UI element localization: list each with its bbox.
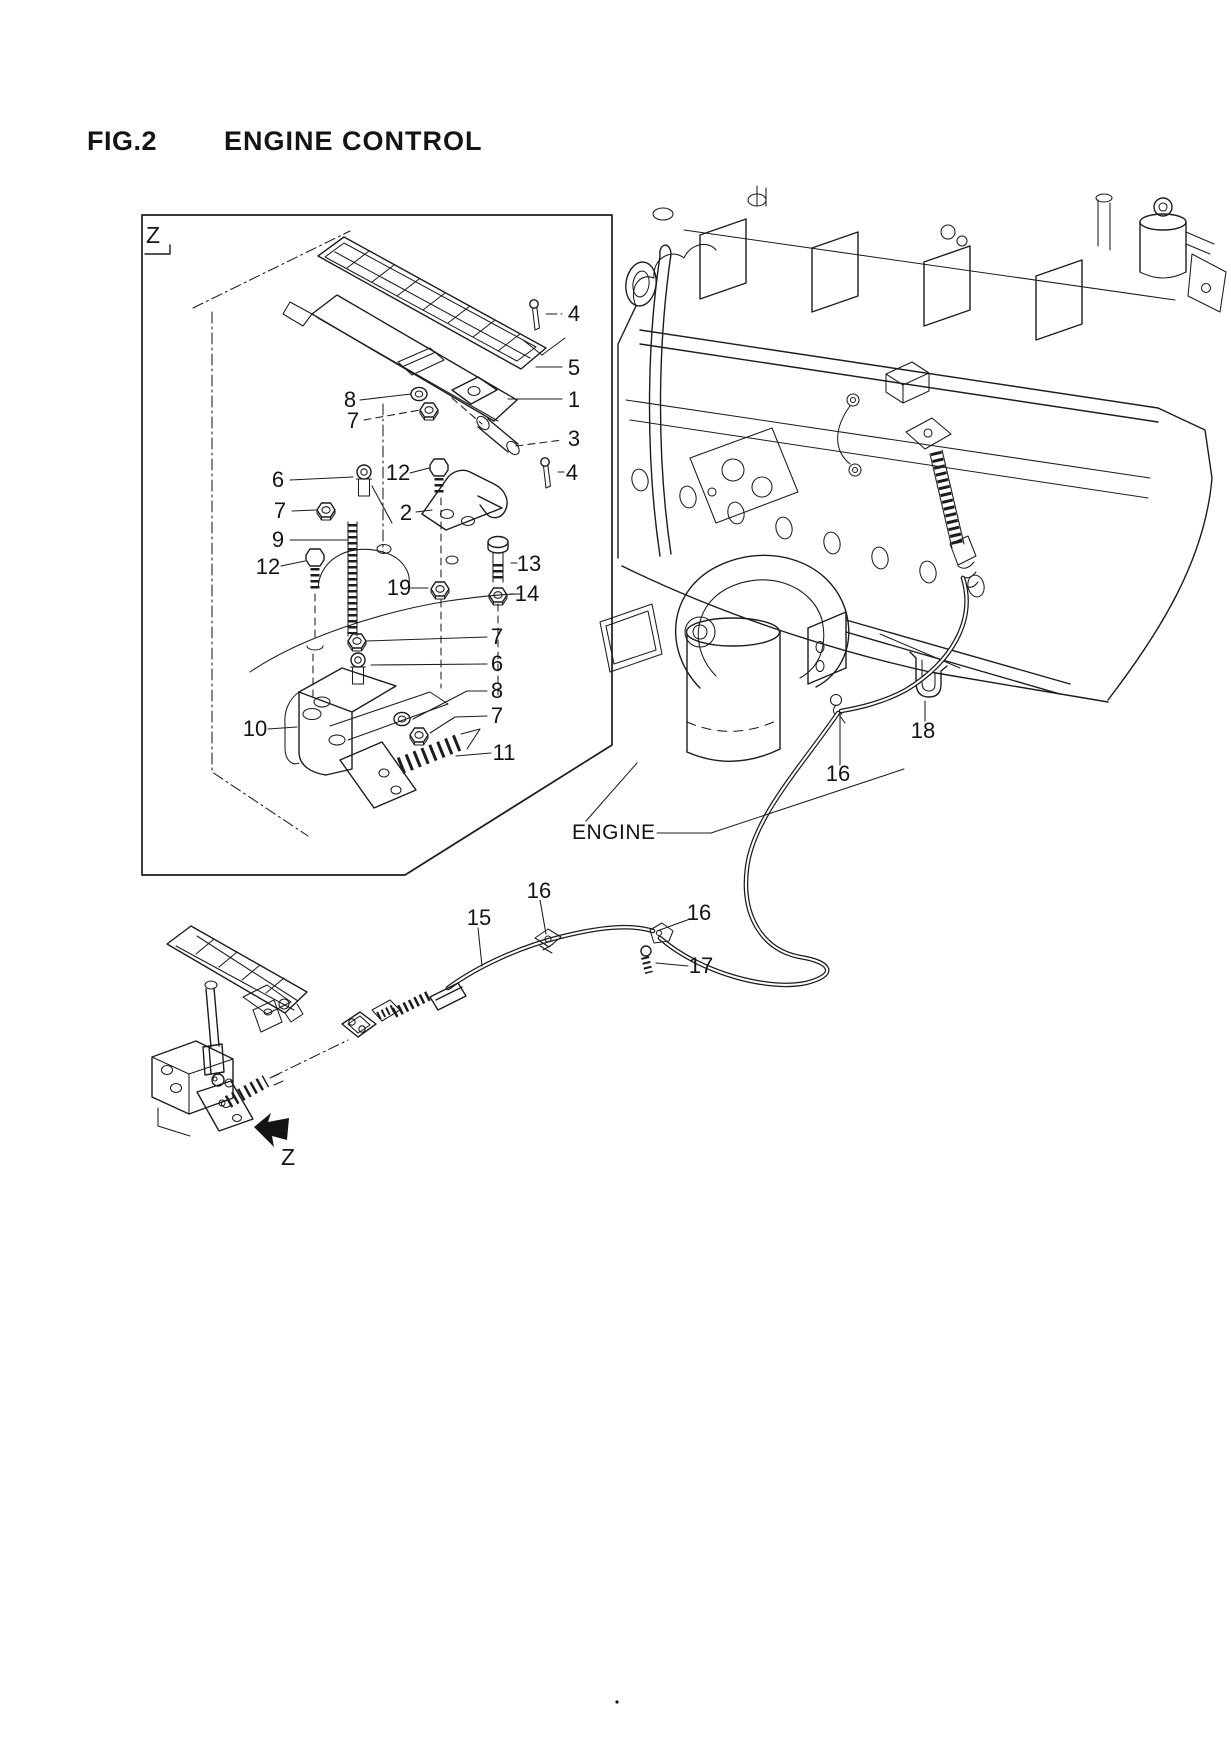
- part-callout-16-24: 16: [526, 878, 552, 903]
- fastener-parts-lower: [347, 633, 429, 746]
- part-callout-7-19: 7: [490, 703, 504, 728]
- oil-filter-drawing: [599, 603, 781, 762]
- figure-number: FIG.2: [87, 126, 158, 156]
- part-callout-13-12: 13: [516, 551, 542, 576]
- view-direction-arrow: [254, 1113, 289, 1147]
- part-callout-16-23: 16: [825, 761, 851, 786]
- detail-box-label: Z: [146, 222, 161, 248]
- threaded-rod-drawing: [347, 521, 358, 637]
- part-callout-7-9: 7: [273, 498, 287, 523]
- part-callout-12-7: 12: [385, 460, 411, 485]
- part-callout-1-2: 1: [567, 387, 581, 412]
- pedal-assembled-drawing: [151, 925, 349, 1137]
- figure-title: ENGINE CONTROL: [224, 126, 483, 156]
- pedal-bracket-drawing: [284, 667, 481, 809]
- part-callout-5-1: 5: [567, 355, 581, 380]
- part-callout-4-0: 4: [567, 301, 581, 326]
- fastener-parts-mid: [305, 458, 509, 606]
- part-callout-8-4: 8: [343, 387, 357, 412]
- part-callout-8-18: 8: [490, 678, 504, 703]
- view-arrow-label: Z: [281, 1144, 296, 1170]
- page-mark-dot: [615, 1700, 619, 1704]
- engine-drawing: [617, 185, 1227, 703]
- part-callout-17-27: 17: [688, 953, 714, 978]
- figure-title-row: FIG.2 ENGINE CONTROL: [0, 126, 1231, 160]
- engine-label: ENGINE: [572, 821, 656, 844]
- part-callout-6-17: 6: [490, 651, 504, 676]
- part-callout-19-13: 19: [386, 575, 412, 600]
- pedal-lever-drawing: [282, 294, 520, 456]
- detail-box-outline: [141, 214, 613, 876]
- part-callout-15-25: 15: [466, 905, 492, 930]
- fastener-parts-upper: [316, 299, 566, 524]
- cable-run-drawing: [341, 922, 674, 1038]
- part-callout-18-22: 18: [910, 718, 936, 743]
- pedal-pad-drawing: [317, 236, 547, 370]
- part-callout-4-15: 4: [565, 460, 579, 485]
- part-callout-7-5: 7: [346, 408, 360, 433]
- part-callout-10-20: 10: [242, 716, 268, 741]
- part-callout-3-3: 3: [567, 426, 581, 451]
- callout-leaders-main: [477, 700, 926, 967]
- cable-bracket-drawing: [807, 611, 1071, 724]
- part-callout-16-26: 16: [686, 900, 712, 925]
- callout-leaders-box: [267, 313, 565, 757]
- part-callout-6-6: 6: [271, 467, 285, 492]
- part-callout-14-14: 14: [514, 581, 540, 606]
- throttle-cable-drawing: [657, 417, 979, 988]
- part-callout-12-11: 12: [255, 554, 281, 579]
- part-callout-7-16: 7: [490, 624, 504, 649]
- part-callout-11-21: 11: [492, 740, 516, 765]
- part-callout-2-8: 2: [399, 500, 413, 525]
- part-callout-9-10: 9: [271, 527, 285, 552]
